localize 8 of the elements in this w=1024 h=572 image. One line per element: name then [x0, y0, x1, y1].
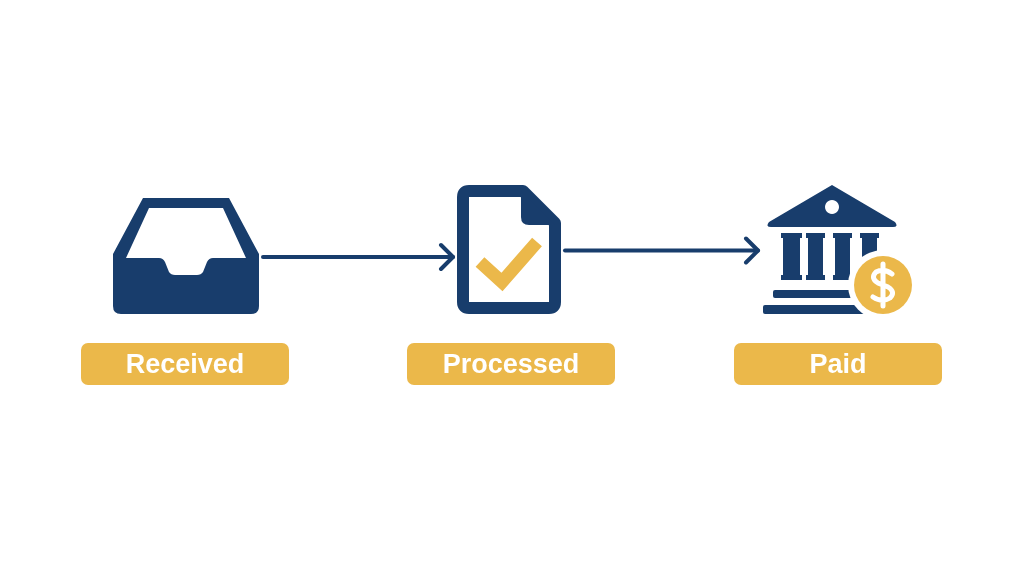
arrow	[261, 243, 455, 271]
stage-badge: Paid	[734, 343, 942, 385]
document-check-icon	[457, 185, 561, 314]
arrow	[563, 236, 760, 265]
inbox-tray-icon	[113, 198, 259, 314]
stage-badge: Received	[81, 343, 289, 385]
bank-dollar-icon	[762, 185, 914, 315]
stage-badge: Processed	[407, 343, 615, 385]
